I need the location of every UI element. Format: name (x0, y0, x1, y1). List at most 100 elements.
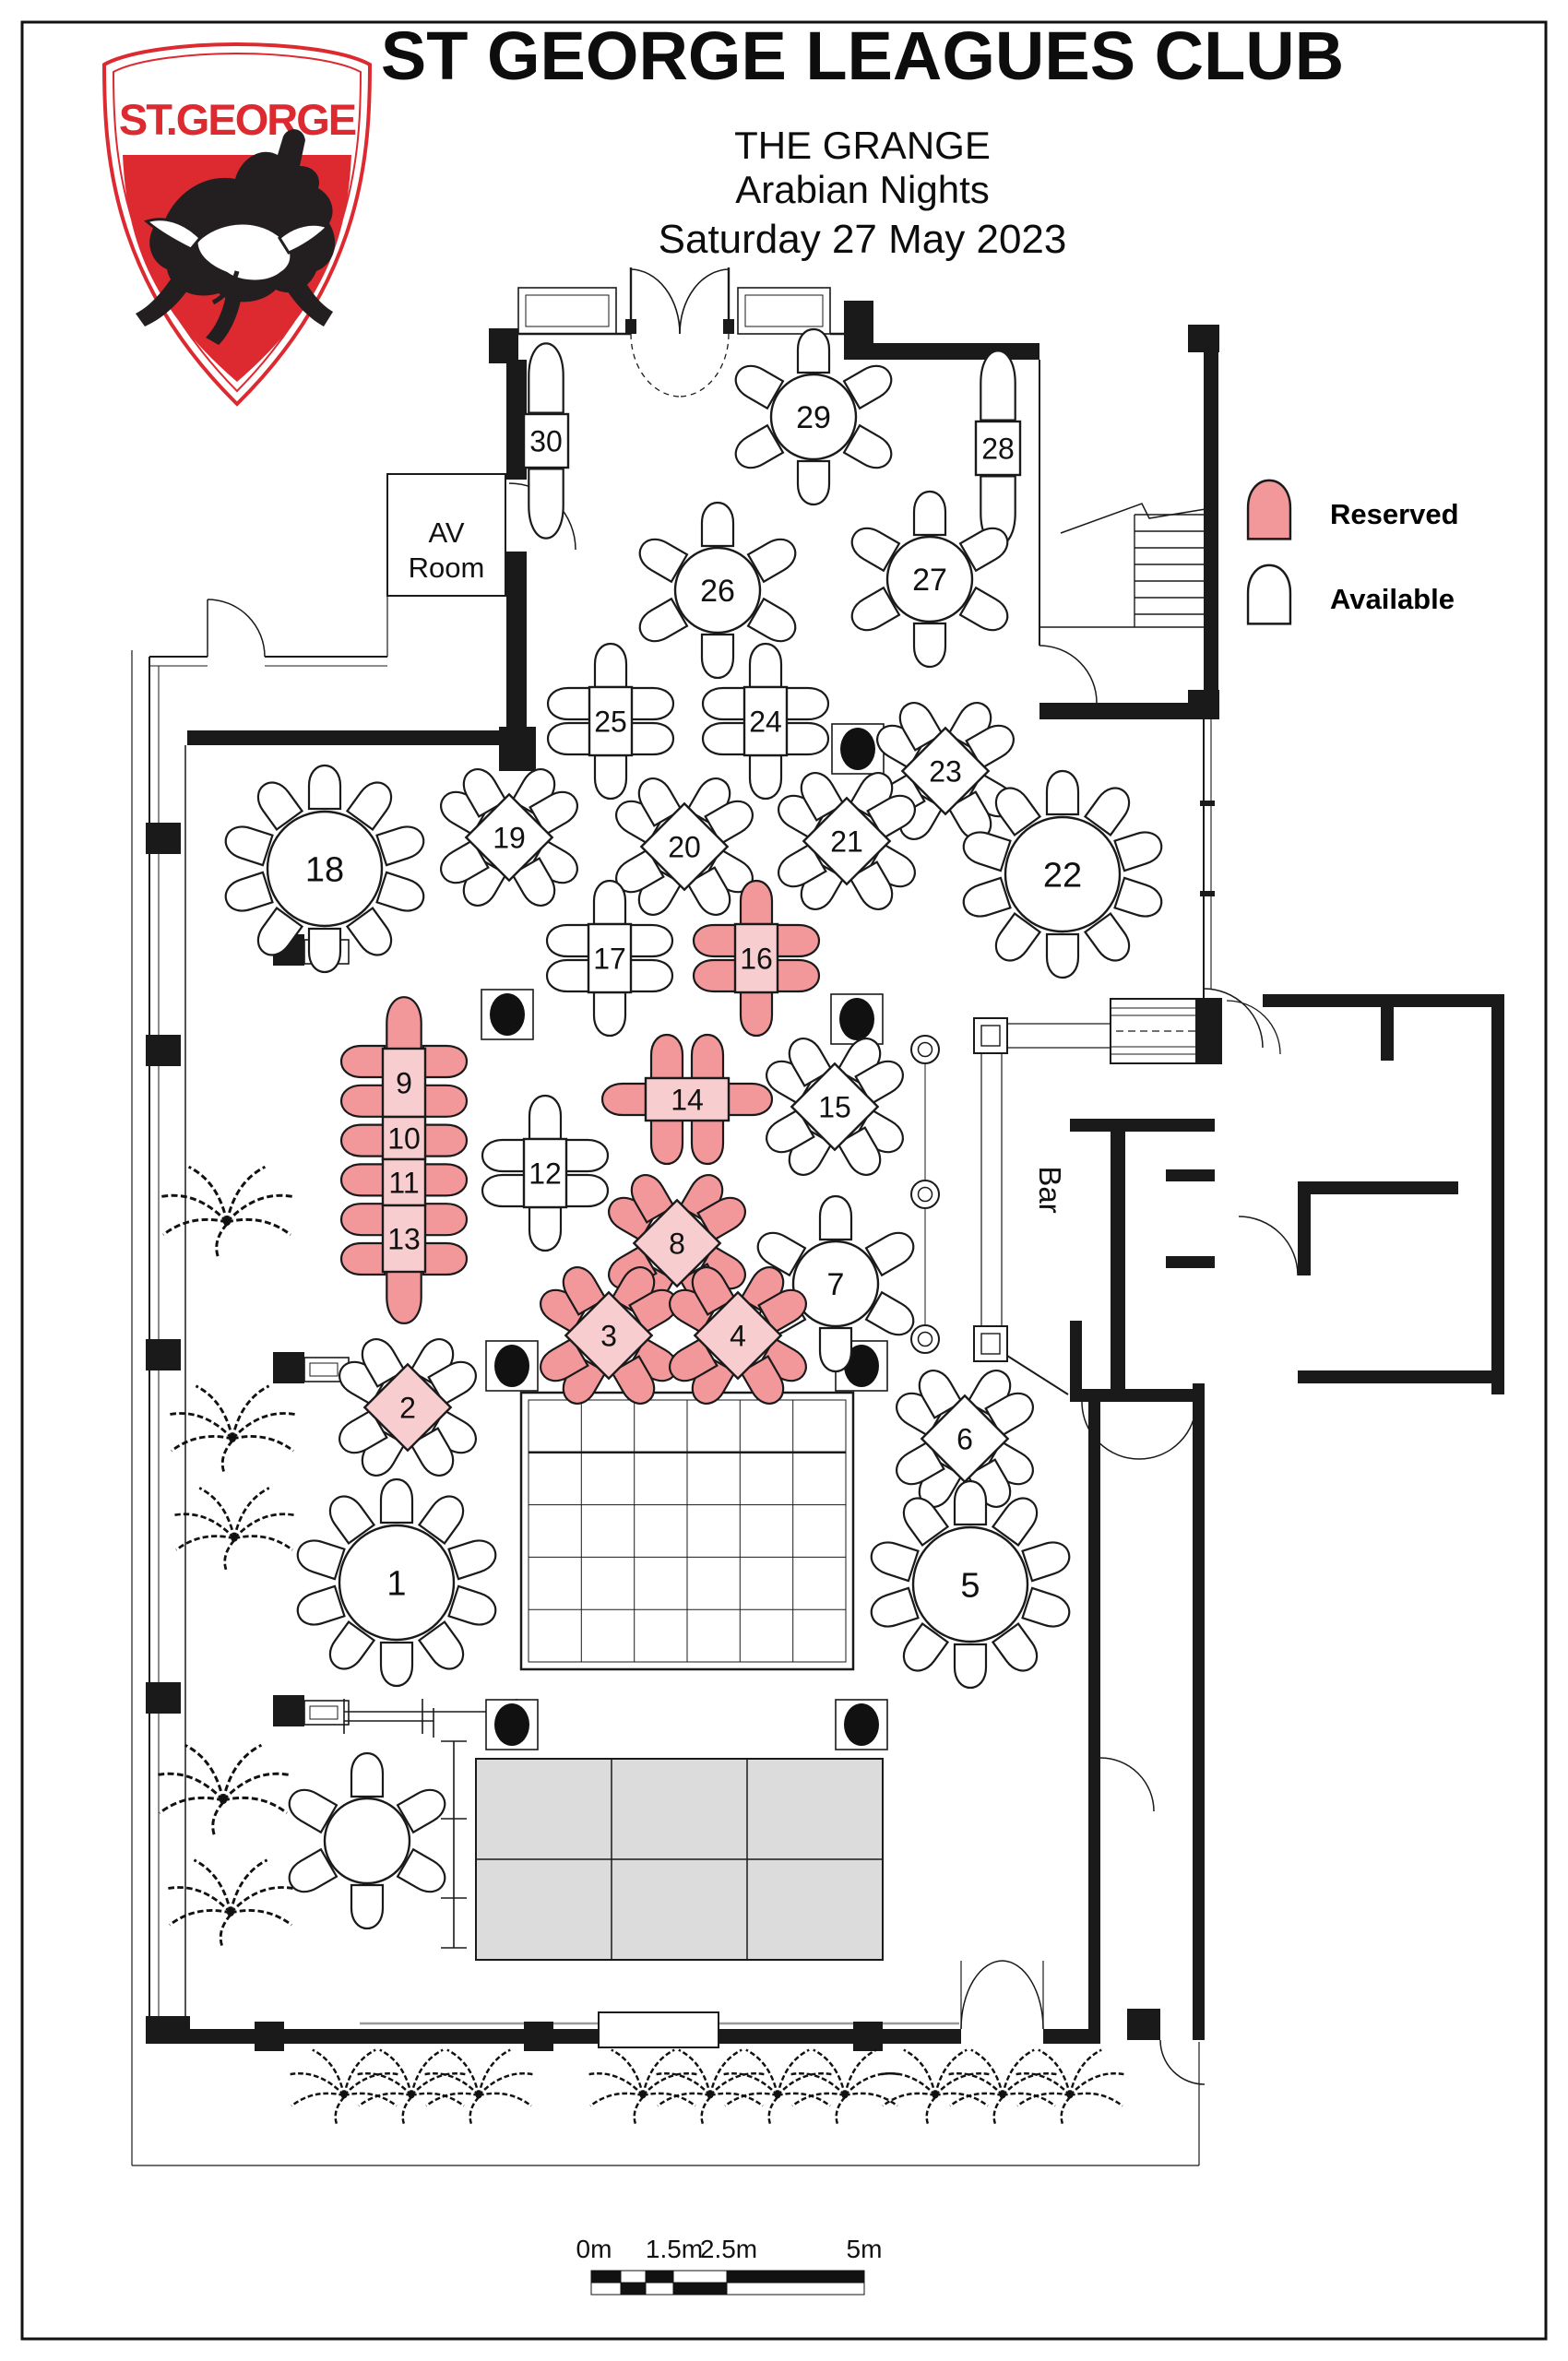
chair (897, 1624, 947, 1678)
chair (381, 1643, 412, 1686)
chair (377, 872, 428, 916)
pillars (481, 723, 888, 1750)
chair (482, 1175, 526, 1206)
chair (381, 1479, 412, 1523)
chair (221, 822, 272, 865)
column (146, 1035, 181, 1066)
table-number: 21 (830, 825, 863, 859)
chair (293, 1586, 344, 1630)
chair (729, 1084, 772, 1115)
pillar (481, 989, 534, 1040)
table-unnumbered (283, 1753, 451, 1928)
page-title: ST GEORGE LEAGUES CLUB (381, 18, 1344, 94)
chair (776, 925, 819, 956)
table-number: 9 (396, 1067, 412, 1100)
chair (820, 1328, 851, 1371)
chair (423, 1243, 467, 1275)
chair (694, 960, 737, 991)
chair (323, 1489, 374, 1543)
table-number: 24 (749, 706, 782, 739)
chair (692, 1121, 723, 1164)
chair (547, 925, 590, 956)
chair (634, 533, 687, 582)
chair (410, 1429, 459, 1482)
stair-room (1039, 325, 1219, 719)
chair (529, 343, 563, 412)
chair (986, 1387, 1039, 1436)
column (255, 2022, 284, 2051)
chair (959, 878, 1010, 921)
column (273, 1695, 304, 1726)
door-arc (207, 599, 266, 658)
chair (1047, 934, 1078, 978)
chair (989, 914, 1039, 967)
table-4: 4 (664, 1262, 813, 1410)
palm-tree-icon (654, 2048, 766, 2127)
chair (894, 697, 943, 751)
rail-post (910, 1324, 940, 1354)
door-arc (1002, 1960, 1044, 2030)
chair (341, 1046, 385, 1077)
chair (309, 929, 340, 972)
pillar (831, 723, 885, 775)
scale-label-1-5: 1.5m (646, 2235, 703, 2263)
chair (449, 1536, 500, 1579)
chair (960, 587, 1014, 636)
table-3: 3 (535, 1262, 683, 1410)
chair (967, 719, 1020, 768)
chair (913, 1365, 962, 1418)
chair (798, 329, 829, 373)
table-number: 8 (669, 1228, 685, 1261)
palm-tree-icon (172, 1487, 296, 1573)
header: ST GEORGE LEAGUES CLUB THE GRANGE Arabia… (381, 18, 1344, 262)
chair (309, 765, 340, 809)
bar-post (973, 1017, 1008, 1054)
table-29: 29 (730, 329, 897, 504)
pillar (830, 993, 884, 1045)
logo-dragon (144, 218, 330, 305)
chair (630, 688, 673, 719)
chair (251, 908, 302, 962)
chair (844, 425, 897, 474)
chair (837, 1128, 886, 1181)
chair (989, 781, 1039, 835)
chair (846, 522, 899, 571)
chair (557, 1262, 606, 1315)
chair (435, 840, 489, 889)
table-15: 15 (761, 1033, 909, 1181)
chair (959, 827, 1010, 871)
table-number: 10 (387, 1122, 421, 1156)
chair (897, 1491, 947, 1545)
scale-label-0: 0m (576, 2235, 612, 2263)
door-arc (1238, 1216, 1299, 1276)
chair (686, 1262, 735, 1315)
table-22: 22 (959, 771, 1166, 978)
bar-gate (1006, 1355, 1069, 1395)
palm-tree-icon (160, 1165, 294, 1260)
door-arc (1099, 1757, 1155, 1812)
chair (748, 599, 802, 647)
table-number: 22 (1043, 857, 1082, 896)
table-number: 3 (600, 1320, 617, 1353)
table-number: 19 (493, 822, 526, 855)
table-number: 25 (594, 706, 627, 739)
table-18: 18 (221, 765, 428, 972)
chair (664, 1338, 718, 1387)
chair (651, 1035, 683, 1078)
chair (530, 786, 584, 835)
chair (955, 1644, 986, 1688)
door-arc (1159, 2039, 1206, 2085)
table-number: 26 (700, 574, 735, 609)
chair (251, 776, 302, 829)
av-room-label-line2: Room (409, 552, 485, 584)
table-24: 24 (703, 644, 828, 799)
legend-available-icon (1246, 564, 1292, 625)
chair (1115, 878, 1166, 921)
column (146, 1339, 181, 1370)
table-number: 18 (305, 851, 344, 890)
chair (1023, 1537, 1074, 1581)
chair (625, 1169, 674, 1223)
chair (1085, 914, 1135, 967)
scale-label-2-5: 2.5m (700, 2235, 757, 2263)
